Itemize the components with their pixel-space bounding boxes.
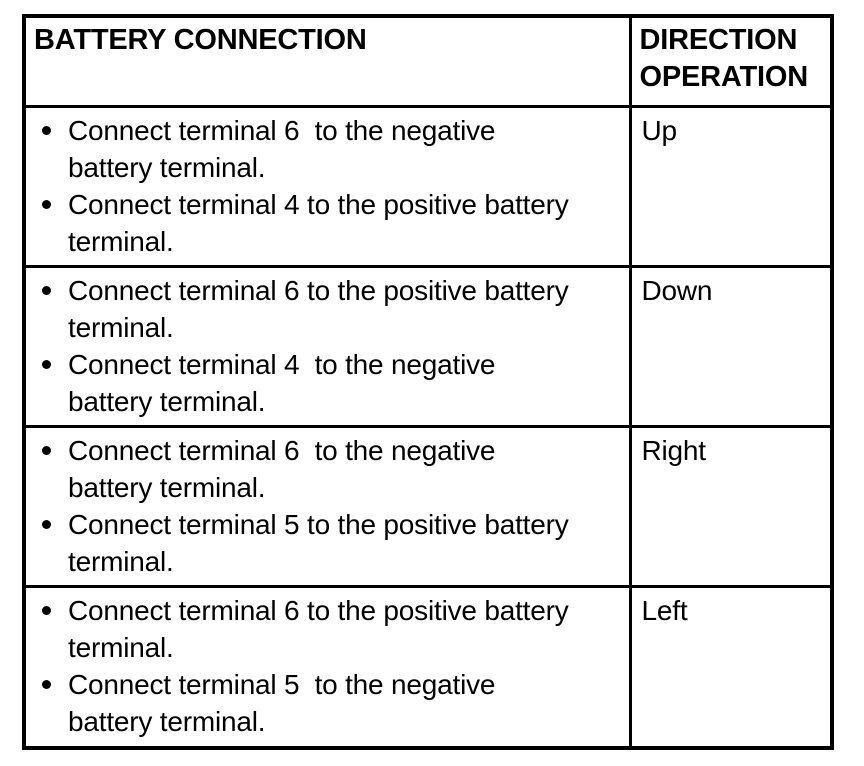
bullet-icon (42, 359, 51, 369)
bullet-text: Connect terminal 6 to the negative batte… (68, 434, 496, 503)
bullet-icon (42, 519, 51, 529)
bullet-item: Connect terminal 6 to the negative batte… (34, 432, 627, 506)
bullet-text: Connect terminal 5 to the positive batte… (68, 508, 569, 577)
bullet-icon (42, 125, 51, 135)
direction-cell: Up (628, 104, 834, 268)
bullet-icon (42, 679, 51, 689)
connection-cell: Connect terminal 6 to the positive batte… (22, 584, 632, 750)
bullet-text: Connect terminal 4 to the negative batte… (68, 348, 496, 417)
table-row: Connect terminal 6 to the negative batte… (22, 104, 834, 268)
table-row: Connect terminal 6 to the negative batte… (22, 424, 834, 588)
bullet-list: Connect terminal 6 to the positive batte… (34, 272, 627, 420)
connection-cell: Connect terminal 6 to the positive batte… (22, 264, 632, 428)
bullet-icon (42, 445, 51, 455)
bullet-text: Connect terminal 4 to the positive batte… (68, 188, 569, 257)
bullet-item: Connect terminal 4 to the positive batte… (34, 186, 627, 260)
connection-cell: Connect terminal 6 to the negative batte… (22, 104, 632, 268)
bullet-text: Connect terminal 6 to the negative batte… (68, 114, 496, 183)
table-row: Connect terminal 6 to the positive batte… (22, 584, 834, 750)
table-row: Connect terminal 6 to the positive batte… (22, 264, 834, 428)
bullet-item: Connect terminal 6 to the positive batte… (34, 272, 627, 346)
bullet-text: Connect terminal 6 to the positive batte… (68, 274, 569, 343)
bullet-text: Connect terminal 6 to the positive batte… (68, 594, 569, 663)
bullet-item: Connect terminal 4 to the negative batte… (34, 346, 627, 420)
direction-cell: Right (628, 424, 834, 588)
bullet-item: Connect terminal 6 to the positive batte… (34, 592, 627, 666)
direction-cell: Down (628, 264, 834, 428)
direction-cell: Left (628, 584, 834, 750)
header-direction-operation: DIRECTION OPERATION (628, 14, 834, 108)
bullet-list: Connect terminal 6 to the negative batte… (34, 432, 627, 580)
bullet-list: Connect terminal 6 to the positive batte… (34, 592, 627, 740)
bullet-text: Connect terminal 5 to the negative batte… (68, 668, 496, 737)
bullet-icon (42, 605, 51, 615)
bullet-item: Connect terminal 5 to the positive batte… (34, 506, 627, 580)
battery-connection-table: BATTERY CONNECTION DIRECTION OPERATION C… (22, 14, 834, 750)
header-row: BATTERY CONNECTION DIRECTION OPERATION (22, 14, 834, 108)
bullet-icon (42, 199, 51, 209)
bullet-icon (42, 285, 51, 295)
connection-cell: Connect terminal 6 to the negative batte… (22, 424, 632, 588)
header-battery-connection: BATTERY CONNECTION (22, 14, 632, 108)
bullet-item: Connect terminal 5 to the negative batte… (34, 666, 627, 740)
bullet-list: Connect terminal 6 to the negative batte… (34, 112, 627, 260)
bullet-item: Connect terminal 6 to the negative batte… (34, 112, 627, 186)
